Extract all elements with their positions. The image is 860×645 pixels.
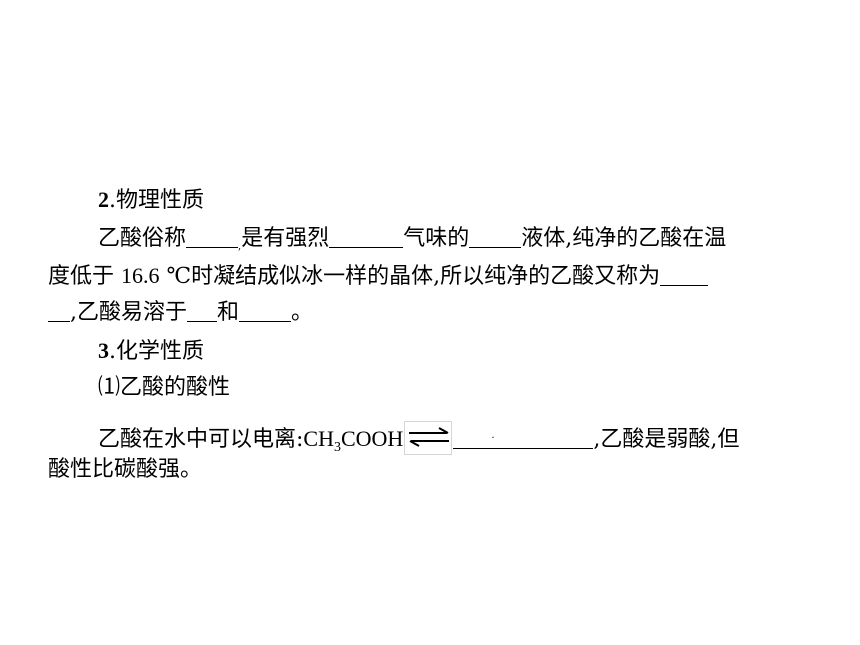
text-segment: ,乙酸是弱酸,但 xyxy=(593,427,740,452)
para1-line3: ,乙酸易溶于 和 。 xyxy=(48,299,313,327)
text-segment: 液体,纯净的乙酸在温 xyxy=(521,226,727,251)
blank-mark: . xyxy=(491,430,495,441)
text-segment: 乙酸在水中可以电离: xyxy=(98,427,304,452)
para2-line2: 酸性比碳酸强。 xyxy=(48,456,202,484)
text-segment: 气味的 xyxy=(403,226,470,251)
text-segment: 乙酸俗称 xyxy=(98,226,187,251)
para1-line1: 乙酸俗称,是有强烈 气味的 液体,纯净的乙酸在温 xyxy=(98,225,726,253)
text-segment: 度低于 xyxy=(48,264,121,289)
fill-blank-ionization-products[interactable]: . xyxy=(453,426,594,449)
fill-blank-color[interactable] xyxy=(469,225,522,248)
temperature-value: 16.6 xyxy=(121,263,160,288)
section-number: 3 xyxy=(98,338,109,363)
fill-blank-solvent-2[interactable] xyxy=(239,299,292,322)
section-title: .物理性质 xyxy=(109,188,204,213)
formula-subscript: 3 xyxy=(333,440,341,455)
chemical-formula: CH3COOH xyxy=(303,426,404,455)
text-segment: 酸性比碳酸强。 xyxy=(48,457,203,482)
subsection-acidity-heading: ⑴乙酸的酸性 xyxy=(98,374,230,402)
subsection-label: ⑴乙酸的酸性 xyxy=(98,375,231,400)
text-segment: 时凝结成似冰一样的晶体,所以纯净的乙酸又称为 xyxy=(191,264,661,289)
para1-line2: 度低于 16.6 ℃时凝结成似冰一样的晶体,所以纯净的乙酸又称为 xyxy=(48,262,709,290)
text-segment: ,乙酸易溶于 xyxy=(70,300,187,325)
fill-blank-odor[interactable] xyxy=(329,225,404,248)
section-2-heading: 2.物理性质 xyxy=(98,186,204,214)
section-number: 2 xyxy=(98,187,109,212)
text-segment: , xyxy=(238,241,242,252)
formula-part: CH xyxy=(303,426,334,451)
fill-blank-common-name[interactable] xyxy=(186,225,239,248)
text-segment: 和 xyxy=(217,300,240,325)
fill-blank-solvent-1[interactable] xyxy=(187,299,217,322)
section-3-heading: 3.化学性质 xyxy=(98,337,204,365)
fill-blank-alt-name-part2[interactable] xyxy=(48,299,70,322)
formula-part: COOH xyxy=(340,426,404,451)
section-title: .化学性质 xyxy=(109,339,204,364)
text-segment: 。 xyxy=(291,300,314,325)
fill-blank-alt-name-part1[interactable] xyxy=(660,263,709,286)
temperature-unit: ℃ xyxy=(159,264,192,289)
para2-line1: 乙酸在水中可以电离:CH3COOH. ,乙酸是弱酸,但 xyxy=(98,421,740,455)
text-segment: 是有强烈 xyxy=(241,226,330,251)
reversible-reaction-arrow-icon xyxy=(404,421,453,455)
